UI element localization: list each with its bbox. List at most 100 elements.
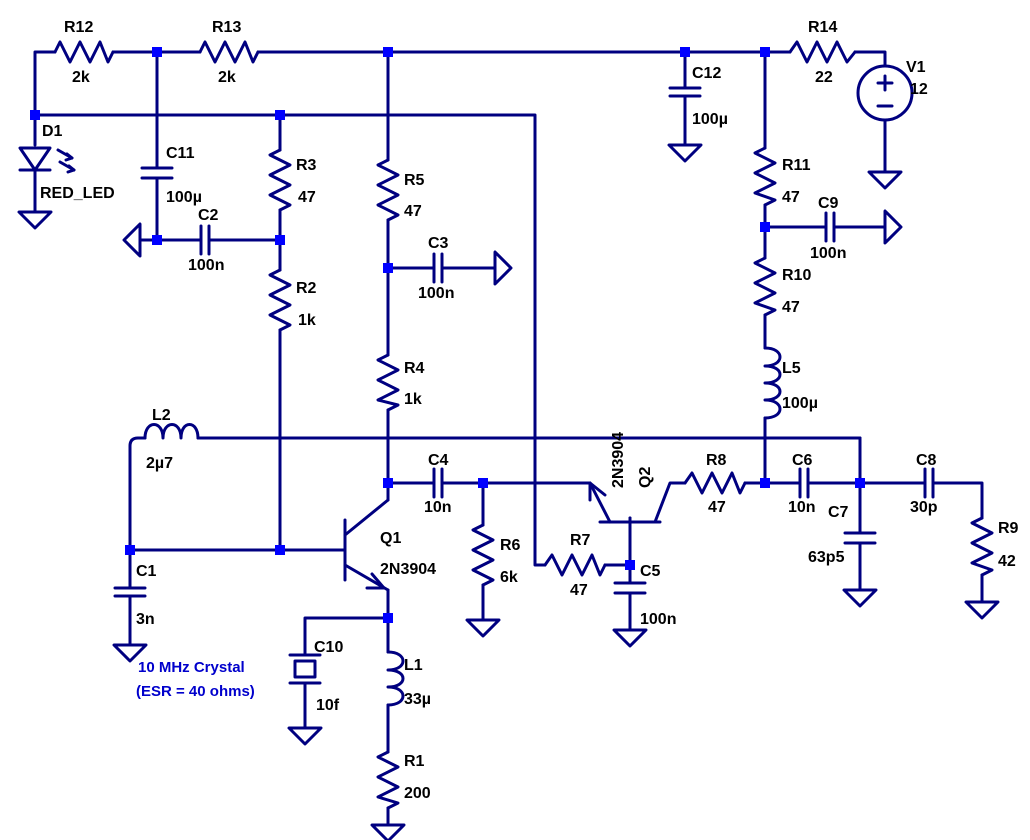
label-q2-value: 2N3904 — [610, 432, 627, 488]
ground-icon-r6 — [465, 618, 501, 638]
label-l1-ref: L1 — [404, 657, 423, 674]
label-r1-ref: R1 — [404, 753, 425, 770]
resistor-r3 — [268, 148, 292, 212]
label-q1-value: 2N3904 — [380, 561, 436, 578]
ground-icon-d1 — [17, 210, 53, 230]
junction — [855, 478, 865, 488]
led-d1 — [18, 146, 76, 174]
junction — [383, 478, 393, 488]
label-c2-ref: C2 — [198, 207, 219, 224]
label-r13-value: 2k — [218, 69, 236, 86]
label-r10-value: 47 — [782, 299, 800, 316]
resistor-r6 — [471, 523, 495, 587]
capacitor-c3 — [432, 252, 444, 284]
wire-r14-v1 — [853, 50, 887, 67]
q2-emitter-arrow-icon — [588, 481, 607, 502]
note-crystal-line2: (ESR = 40 ohms) — [136, 683, 255, 700]
transistor-q2 — [588, 481, 662, 524]
label-v1-ref: V1 — [906, 59, 926, 76]
resistor-r11 — [753, 146, 777, 207]
capacitor-c6 — [798, 467, 810, 499]
label-r6-ref: R6 — [500, 537, 521, 554]
junction — [275, 110, 285, 120]
capacitor-c5 — [613, 581, 647, 595]
ground-icon-c7 — [842, 588, 878, 608]
label-r8-ref: R8 — [706, 452, 727, 469]
junctions — [30, 47, 865, 623]
label-r8-value: 47 — [708, 499, 726, 516]
capacitor-c9 — [824, 211, 836, 243]
label-r12-ref: R12 — [64, 19, 93, 36]
plus-icon — [876, 74, 894, 92]
inductor-l5 — [763, 346, 782, 420]
label-c8-value: 30p — [910, 499, 938, 516]
inductor-l1 — [386, 650, 405, 707]
ground-icon-c12 — [667, 143, 703, 163]
label-r9-ref: R9 — [998, 520, 1019, 537]
resistor-r13 — [198, 40, 260, 64]
wire-second-rail — [33, 113, 547, 567]
label-r11-ref: R11 — [782, 157, 811, 174]
label-c9-value: 100n — [810, 245, 846, 262]
label-c2-value: 100n — [188, 257, 224, 274]
label-l5-ref: L5 — [782, 360, 801, 377]
label-r3-value: 47 — [298, 189, 316, 206]
capacitor-c12 — [668, 86, 702, 98]
junction — [152, 47, 162, 57]
ground-icon-c3 — [493, 250, 513, 286]
label-r5-value: 47 — [404, 203, 422, 220]
label-r11-value: 47 — [782, 189, 800, 206]
resistor-r4 — [376, 353, 400, 412]
capacitors — [113, 86, 935, 598]
label-c3-value: 100n — [418, 285, 454, 302]
junction — [275, 235, 285, 245]
label-q2-ref: Q2 — [637, 467, 654, 488]
label-c10-ref: C10 — [314, 639, 343, 656]
label-c7-ref: C7 — [828, 504, 849, 521]
wire-l2-left — [128, 436, 147, 590]
inductors — [143, 346, 782, 707]
q2-emitter — [588, 481, 612, 524]
label-c5-ref: C5 — [640, 563, 661, 580]
junction — [383, 613, 393, 623]
resistor-r9 — [970, 516, 994, 577]
resistor-r14 — [788, 40, 857, 64]
transistor-q1 — [343, 498, 390, 592]
wire-c8-r9 — [931, 481, 984, 520]
label-r3-ref: R3 — [296, 157, 317, 174]
ground-icon-r9 — [964, 600, 1000, 620]
wire-r7 — [603, 516, 632, 567]
junction — [275, 545, 285, 555]
resistor-r10 — [753, 256, 777, 317]
ground-icon-c2 — [122, 222, 142, 258]
label-r14-ref: R14 — [808, 19, 837, 36]
label-c9-ref: C9 — [818, 195, 839, 212]
grounds — [17, 143, 1000, 840]
junction — [760, 47, 770, 57]
label-r5-ref: R5 — [404, 172, 425, 189]
capacitor-c7 — [843, 531, 877, 545]
junction — [383, 263, 393, 273]
label-c5-value: 100n — [640, 611, 676, 628]
label-r7-ref: R7 — [570, 532, 591, 549]
source-circle — [856, 64, 914, 122]
label-c11-value: 100µ — [166, 189, 202, 206]
led-ray-arrows — [64, 152, 76, 174]
capacitor-c8 — [923, 467, 935, 499]
ground-icon-c5 — [612, 628, 648, 648]
q1-emitter-arrow-icon — [365, 572, 386, 590]
voltage-source-v1 — [856, 64, 914, 122]
label-r1-value: 200 — [404, 785, 431, 802]
resistor-r8 — [683, 471, 747, 495]
q1-collector — [343, 498, 390, 537]
junction — [152, 235, 162, 245]
ground-icon-v1 — [867, 170, 903, 190]
capacitor-c4 — [432, 467, 444, 499]
label-c1-value: 3n — [136, 611, 155, 628]
label-r13-ref: R13 — [212, 19, 241, 36]
label-c6-value: 10n — [788, 499, 816, 516]
label-r4-ref: R4 — [404, 360, 425, 377]
label-l1-value: 33µ — [404, 691, 431, 708]
